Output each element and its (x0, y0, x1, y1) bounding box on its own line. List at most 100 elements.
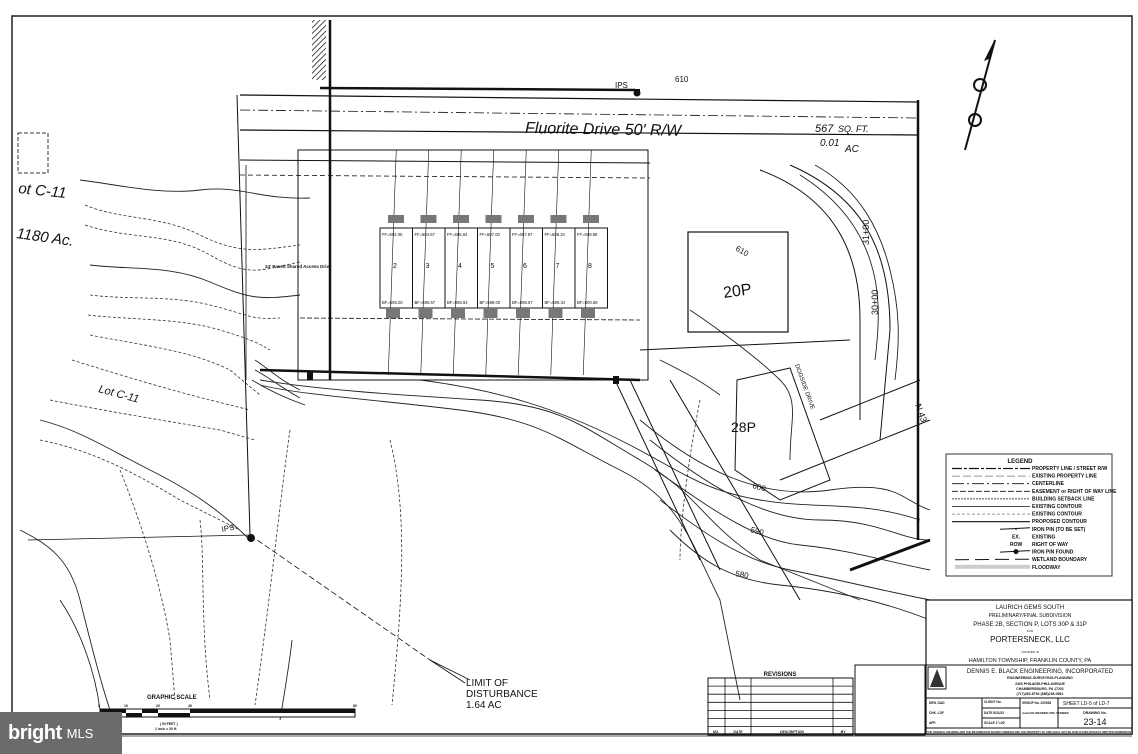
driveway-pad (453, 215, 469, 223)
firm-logo-icon (927, 666, 947, 690)
legend-item: BUILDING SETBACK LINE (952, 496, 1095, 502)
iron-pin-icon (633, 89, 641, 97)
patio-pad (386, 308, 400, 318)
lot-line (517, 149, 527, 376)
svg-text:SCALE 1"=20': SCALE 1"=20' (984, 721, 1005, 725)
patio-pad (516, 308, 530, 318)
svg-text:APP.: APP. (929, 721, 936, 725)
lot-line (582, 149, 592, 376)
lot-bf: BF=596.67 (415, 300, 436, 305)
legend-item: IRON PIN (TO BE SET) (999, 527, 1086, 533)
legend-item: EXISTING CONTOUR (952, 512, 1082, 518)
lot-c11-label: ot C-11 (18, 180, 68, 202)
legend-item: EXISTING CONTOUR (952, 504, 1082, 510)
svg-text:DRAWING No.: DRAWING No. (1083, 711, 1107, 715)
svg-text:GROUP No. 220026: GROUP No. 220026 (1022, 701, 1051, 705)
lot-ff: FF=604.67 (415, 232, 436, 237)
parcel-28p-outline (734, 367, 831, 501)
svg-text:CHAMBERSBURG, PA 17201: CHAMBERSBURG, PA 17201 (1016, 687, 1064, 691)
area-label: 0.01 (820, 138, 839, 149)
svg-text:HAMILTON TOWNSHIP, FRANKLIN CO: HAMILTON TOWNSHIP, FRANKLIN COUNTY, PA (969, 658, 1092, 664)
lot-ff: FF=609.88 (577, 232, 598, 237)
driveway-pad (388, 215, 404, 223)
street-label: Fluorite Drive 50' R/W (525, 120, 683, 140)
contour-label: 610 (734, 244, 751, 259)
legend-item: EXISTING (1032, 534, 1055, 540)
lot-bf: BF=600.68 (577, 300, 598, 305)
legend-label: CENTERLINE (1032, 481, 1065, 487)
svg-text:LAURICH GEMS SOUTH: LAURICH GEMS SOUTH (996, 605, 1064, 611)
patio-pad (483, 308, 498, 318)
svg-text:ROW: ROW (1010, 542, 1023, 548)
station-label: 30+00 (870, 290, 880, 315)
svg-text:DRN. DAD: DRN. DAD (929, 701, 945, 705)
patio-pad (451, 308, 465, 318)
driveway-pad (518, 215, 534, 223)
legend-item: FLOODWAY (955, 564, 1061, 571)
svg-text:PHASE 2B, SECTION P, LOTS 30P: PHASE 2B, SECTION P, LOTS 30P & 31P (973, 622, 1087, 628)
revision-column-header: BY (841, 730, 847, 734)
svg-text:DENNIS E. BLACK ENGINEERING, I: DENNIS E. BLACK ENGINEERING, INCORPORATE… (967, 669, 1114, 675)
lot-ff: FF=604.00 (382, 232, 403, 237)
legend-item: CENTERLINE (952, 481, 1065, 487)
contour-label: 600 (751, 481, 767, 493)
scale-tick: 20 (156, 704, 160, 708)
legend-item: EXISTING PROPERTY LINE (952, 474, 1098, 480)
legend-label: PROPOSED CONTOUR (1032, 519, 1087, 525)
svg-text:(717)263-8794 (888)238-0661: (717)263-8794 (888)238-0661 (1017, 692, 1064, 696)
parcel-28p-label: 28P (731, 419, 756, 435)
legend-item: PROPOSED CONTOUR (952, 519, 1087, 525)
svg-text:FOR: FOR (1027, 629, 1034, 633)
lot-line (387, 149, 397, 376)
svg-text:ENGINEERING-SURVEYING-PLANNING: ENGINEERING-SURVEYING-PLANNING (1007, 676, 1073, 680)
iron-pin-icon (613, 376, 619, 384)
legend-label: BUILDING SETBACK LINE (1032, 496, 1095, 502)
svg-text:CHK. LDF: CHK. LDF (929, 711, 944, 715)
lot-number: 3 (426, 263, 430, 270)
lot-line (550, 149, 560, 376)
svg-text:PRELIMINARY/FINAL SUBDIVISION: PRELIMINARY/FINAL SUBDIVISION (989, 613, 1072, 619)
drawing-number: 23-14 (1083, 717, 1106, 727)
svg-text:SHEET LD-5 of LD-7: SHEET LD-5 of LD-7 (1063, 701, 1110, 707)
driveway-pad (583, 215, 599, 223)
lot-line (420, 149, 430, 376)
svg-text:( IN FEET ): ( IN FEET ) (160, 722, 178, 726)
svg-text:LEGEND: LEGEND (1007, 459, 1033, 465)
svg-text:LOCATED IN: LOCATED IN (1021, 650, 1039, 654)
legend-item: RIGHT OF WAY (1032, 542, 1069, 548)
lot-line (485, 149, 495, 376)
legend-item: WETLAND BOUNDARY (954, 557, 1088, 563)
lot-bf: BF=599.34 (545, 300, 566, 305)
lot-number: 6 (523, 263, 527, 270)
sheet-border (11, 15, 1133, 735)
north-arrow-icon (964, 39, 996, 151)
limit-of-disturbance-label: DISTURBANCE (466, 689, 538, 700)
contour-label: 590 (749, 525, 765, 537)
driveway-pad (420, 215, 437, 223)
lot-c11-lower-label: Lot C-11 (97, 383, 140, 405)
legend-item: PROPERTY LINE / STREET R/W (952, 466, 1107, 472)
proposed-contours (19, 164, 931, 721)
legend-label: IRON PIN (TO BE SET) (1032, 527, 1086, 533)
lot-number: 2 (393, 263, 397, 270)
scale-tick: 0 (98, 704, 100, 708)
svg-text:CLIENT No.: CLIENT No. (984, 700, 1002, 704)
svg-text:DATE 8/21/23: DATE 8/21/23 (984, 711, 1004, 715)
patio-pad (581, 308, 595, 318)
patio-pad (418, 308, 433, 318)
lot-line (452, 149, 462, 376)
title-block: LAURICH GEMS SOUTH PRELIMINARY/FINAL SUB… (925, 599, 1133, 735)
svg-text:EX.: EX. (1012, 534, 1021, 540)
driveway-pad (550, 215, 567, 223)
parcel-20p-outline (687, 231, 789, 333)
lot-bf: BF=596.84 (447, 300, 468, 305)
legend-label: EXISTING CONTOUR (1032, 512, 1082, 518)
limit-of-disturbance-label: 1.64 AC (466, 700, 502, 711)
legend-item: IRON PIN FOUND (999, 549, 1074, 556)
